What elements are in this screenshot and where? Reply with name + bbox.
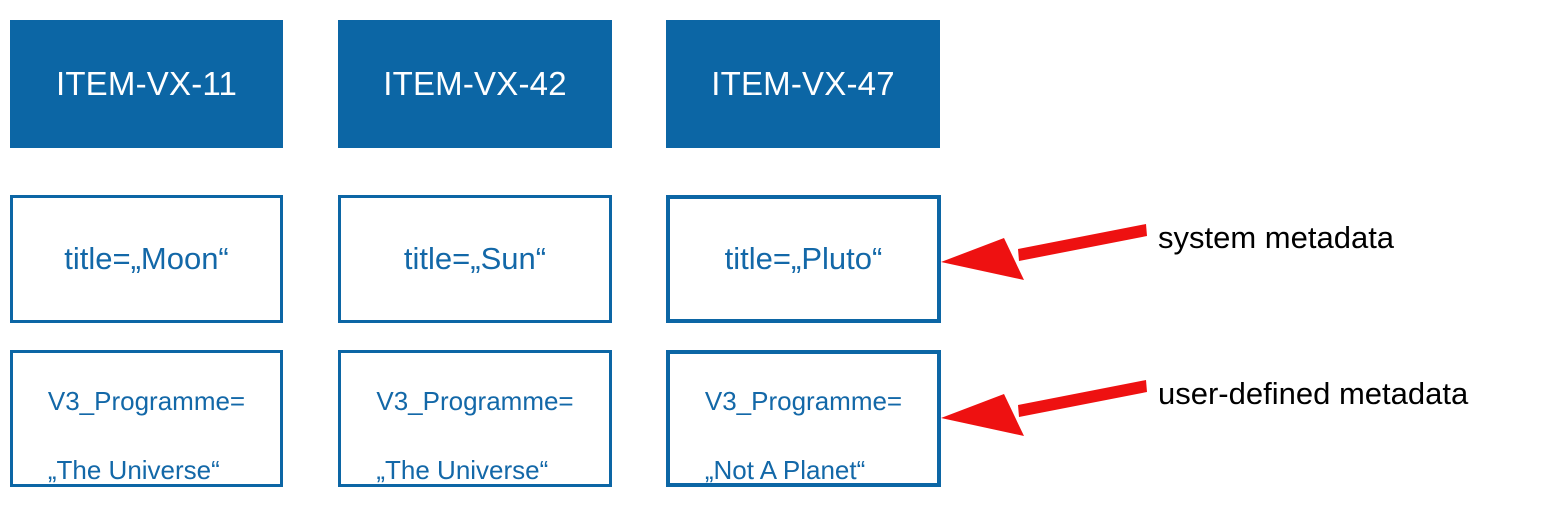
user-metadata-line1-2: V3_Programme= — [376, 386, 574, 417]
item-header-label-1: ITEM-VX-11 — [55, 64, 238, 102]
annotation-label-user-defined-metadata: user-defined metadata — [1158, 376, 1469, 411]
user-metadata-line2-1: „The Universe“ — [47, 454, 220, 485]
system-metadata-label-1: title=„Moon“ — [64, 241, 229, 277]
item-header-label-2: ITEM-VX-42 — [383, 64, 567, 102]
user-metadata-label-3: V3_Programme= „Not A Planet“ — [705, 350, 902, 487]
item-header-box-2: ITEM-VX-42 — [338, 20, 612, 148]
system-metadata-label-3: title=„Pluto“ — [724, 241, 883, 277]
user-metadata-box-2: V3_Programme= „The Universe“ — [338, 350, 612, 487]
item-header-box-3: ITEM-VX-47 — [666, 20, 940, 148]
item-header-box-1: ITEM-VX-11 — [10, 20, 283, 148]
user-metadata-box-3: V3_Programme= „Not A Planet“ — [666, 350, 941, 487]
user-metadata-line2-2: „The Universe“ — [376, 454, 549, 485]
system-metadata-label-2: title=„Sun“ — [403, 241, 547, 277]
item-header-label-3: ITEM-VX-47 — [711, 64, 895, 102]
user-metadata-label-2: V3_Programme= „The Universe“ — [376, 350, 573, 487]
user-metadata-line2-3: „Not A Planet“ — [704, 454, 866, 485]
arrow-left-icon-user-defined-metadata — [941, 380, 1147, 436]
user-metadata-label-1: V3_Programme= „The Universe“ — [48, 350, 245, 487]
arrow-left-icon-system-metadata — [941, 224, 1147, 280]
system-metadata-box-2: title=„Sun“ — [338, 195, 612, 323]
annotation-label-system-metadata: system metadata — [1158, 220, 1395, 255]
system-metadata-box-1: title=„Moon“ — [10, 195, 283, 323]
system-metadata-box-3: title=„Pluto“ — [666, 195, 941, 323]
user-metadata-line1-3: V3_Programme= — [704, 386, 903, 417]
user-metadata-line1-1: V3_Programme= — [47, 386, 246, 417]
user-metadata-box-1: V3_Programme= „The Universe“ — [10, 350, 283, 487]
